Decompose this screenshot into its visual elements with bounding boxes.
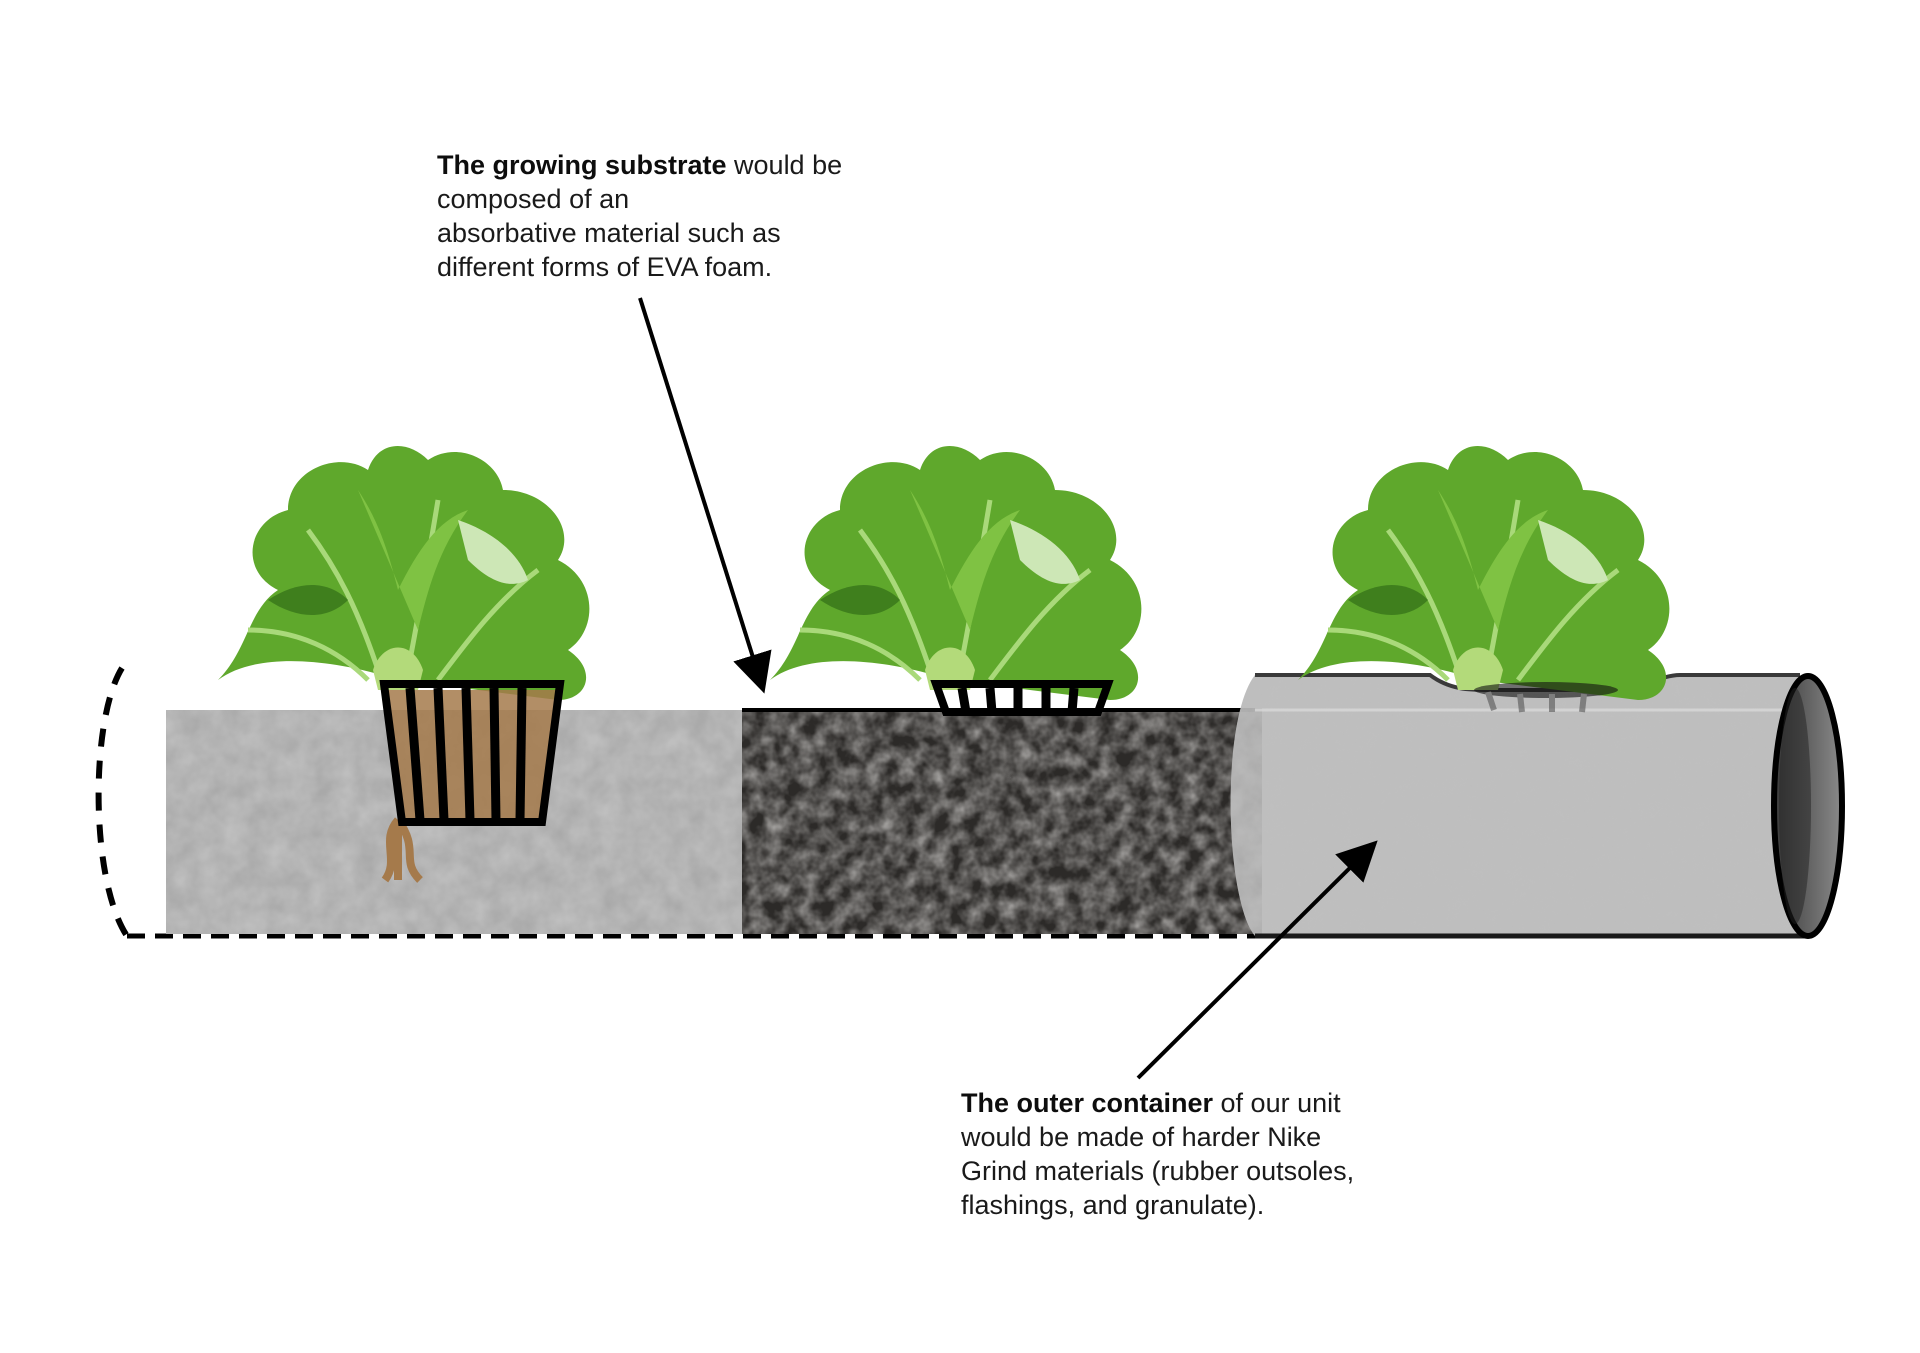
substrate-callout-line2: composed of an [437, 184, 630, 214]
container-callout-heading: The outer container [961, 1088, 1214, 1118]
container-callout-line1: The outer container of our unit [961, 1088, 1341, 1118]
net-pot-icon [379, 680, 565, 883]
arrow-icon [1136, 840, 1378, 1080]
lettuce-plant-icon [1298, 446, 1669, 700]
container-callout: The outer container of our unit would be… [961, 1086, 1354, 1222]
net-pot-icon [1474, 682, 1618, 713]
container-callout-line3: Grind materials (rubber outsoles, [961, 1156, 1355, 1186]
substrate-callout: The growing substrate would be composed … [437, 148, 842, 284]
container-callout-line2: would be made of harder Nike [961, 1122, 1322, 1152]
substrate-callout-line4: different forms of EVA foam. [437, 252, 773, 282]
substrate-callout-heading: The growing substrate [437, 150, 727, 180]
dark-foam-substrate [742, 708, 1262, 934]
substrate-callout-line3: absorbative material such as [437, 218, 781, 248]
arrow-icon [638, 297, 772, 694]
container-callout-line4: flashings, and granulate). [961, 1190, 1265, 1220]
substrate-callout-line1: The growing substrate would be [437, 150, 843, 180]
lettuce-plant-icon [218, 446, 589, 700]
lettuce-plant-icon [770, 446, 1141, 700]
dashed-outline [95, 666, 130, 938]
net-pot-icon [930, 680, 1114, 716]
